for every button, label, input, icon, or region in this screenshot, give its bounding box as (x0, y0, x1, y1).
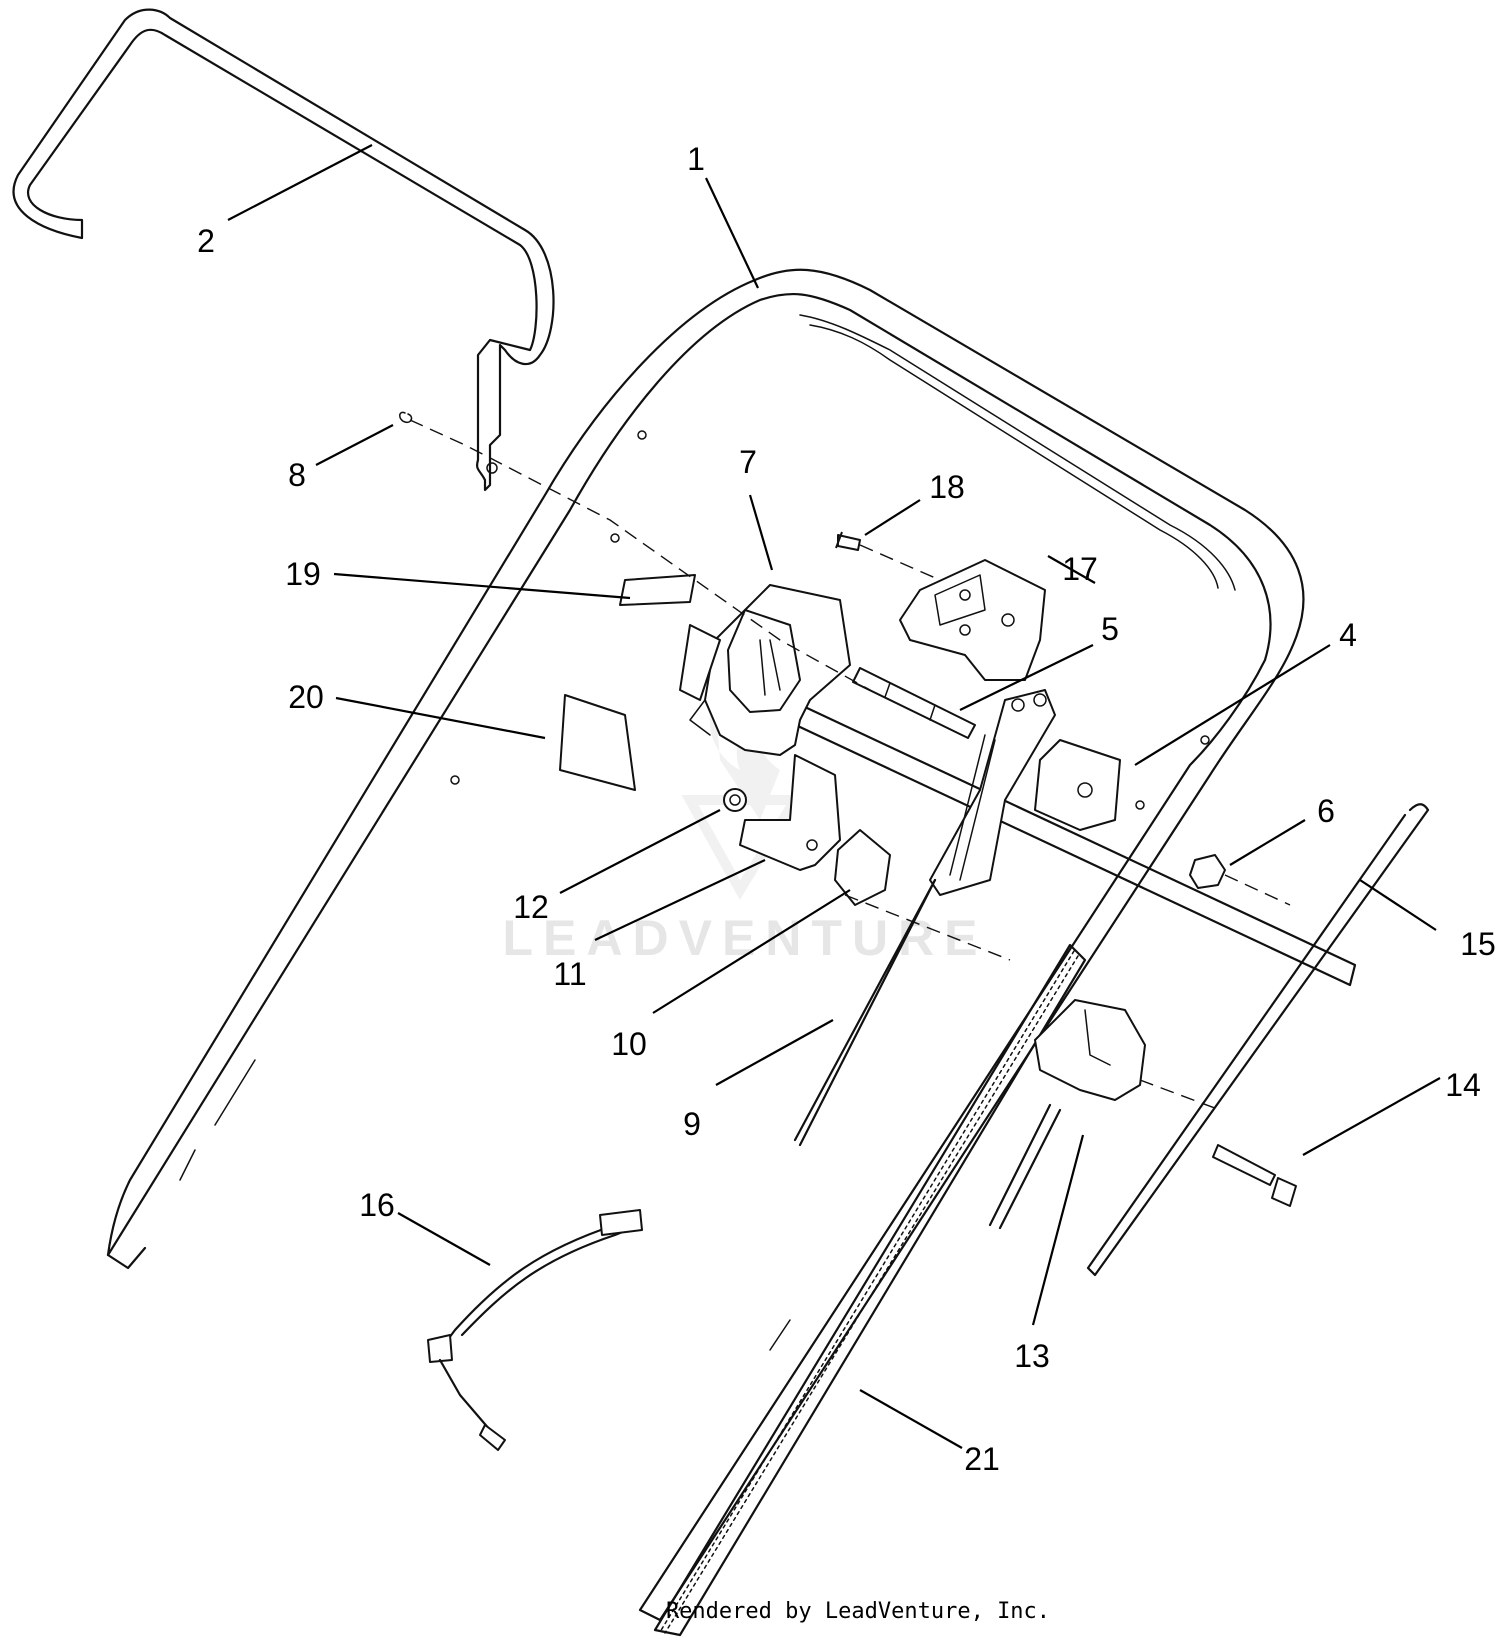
control-housing (679, 584, 851, 756)
callout-20: 20 (288, 679, 324, 715)
bail-handle (12, 8, 555, 492)
callout-10: 10 (611, 1026, 647, 1062)
assembly-line-8 (409, 419, 871, 691)
leader-lines (227, 144, 1441, 1449)
callout-12: 12 (513, 889, 549, 925)
callout-11: 11 (553, 956, 586, 992)
decal-large (559, 694, 636, 791)
main-handle (106, 268, 1305, 1622)
callout-7: 7 (739, 444, 757, 480)
pivot-shaft (852, 667, 976, 739)
watermark-text: LEADVENTURE (502, 910, 987, 966)
callout-19: 19 (285, 556, 321, 592)
cable-9 (798, 878, 937, 1147)
cable-clip-strip (653, 943, 1087, 1637)
switch-13 (988, 999, 1221, 1230)
spacer-block (1034, 739, 1121, 831)
bolt-14 (1212, 1144, 1276, 1186)
callout-16: 16 (359, 1187, 395, 1223)
callout-14: 14 (1445, 1067, 1481, 1103)
callout-2: 2 (197, 223, 215, 259)
callout-13: 13 (1014, 1338, 1050, 1374)
bracket (899, 559, 1046, 681)
callout-15: 15 (1460, 926, 1496, 962)
decal-small (619, 574, 696, 606)
control-rod-15 (1086, 803, 1430, 1277)
callout-18: 18 (929, 469, 965, 505)
wire-harness-16 (427, 1209, 643, 1451)
credit-text: Rendered by LeadVenture, Inc. (666, 1599, 1050, 1624)
callout-5: 5 (1101, 611, 1119, 647)
callout-1: 1 (687, 141, 705, 177)
control-lever (793, 689, 1056, 1142)
callout-6: 6 (1317, 793, 1335, 829)
screw-18 (835, 531, 861, 551)
callout-21: 21 (964, 1441, 1000, 1477)
nut-12 (723, 788, 747, 812)
pin-8 (399, 411, 413, 424)
nut-6 (1189, 854, 1226, 889)
cam-10 (834, 829, 891, 906)
callout-9: 9 (683, 1106, 701, 1142)
callout-4: 4 (1339, 617, 1357, 653)
callout-8: 8 (288, 457, 306, 493)
callout-17: 17 (1062, 551, 1098, 587)
